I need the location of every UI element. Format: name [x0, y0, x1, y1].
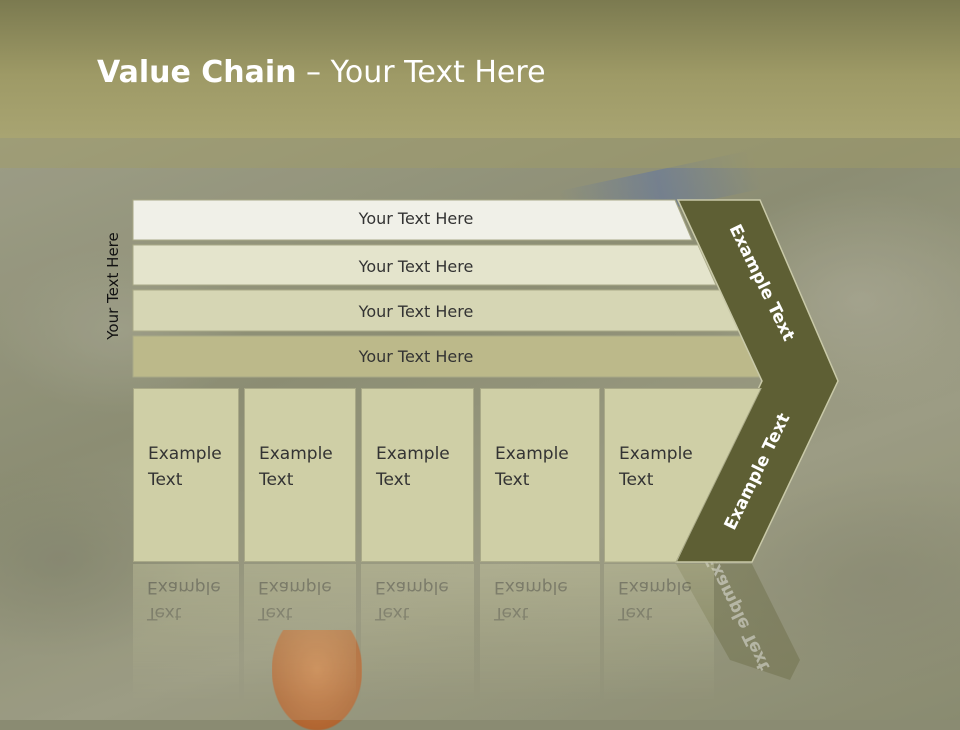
box-5-line2: Text: [619, 470, 654, 490]
activity-box-5-shape: [604, 388, 762, 563]
box-1-reflection-line1: Example: [147, 577, 221, 597]
box-3-reflection-line1: Example: [375, 577, 449, 597]
bar-2-label: Your Text Here: [358, 257, 474, 276]
bar-3-label: Your Text Here: [358, 302, 474, 321]
box-5-line1: Example: [619, 444, 693, 464]
boxes-reflection: Text Example Text Example Text Example T…: [133, 564, 603, 704]
bar-4-label: Your Text Here: [358, 347, 474, 366]
box-3-line2: Text: [376, 470, 411, 490]
box-2-line1: Example: [259, 444, 333, 464]
box-5-reflection: Text Example: [604, 564, 714, 704]
box-1-reflection-line2: Text: [147, 603, 182, 623]
slide-title: Value Chain – Your Text Here: [97, 55, 546, 90]
box-1-line1: Example: [148, 444, 222, 464]
background-orange-shape: [272, 630, 362, 730]
box-2-line2: Text: [259, 470, 294, 490]
title-rest: – Your Text Here: [296, 55, 546, 90]
box-4-reflection-line2: Text: [494, 603, 529, 623]
bar-2: [132, 244, 717, 286]
box-4-line2: Text: [495, 470, 530, 490]
header-band: [0, 138, 960, 168]
box-3-reflection-line2: Text: [375, 603, 410, 623]
box-4-reflection-line1: Example: [494, 577, 568, 597]
box-1-line2: Text: [148, 470, 183, 490]
box-3-line1: Example: [376, 444, 450, 464]
title-bold: Value Chain: [97, 55, 297, 90]
box-5-reflection-line1: Example: [618, 577, 692, 597]
bar-1: [132, 199, 693, 241]
chevron-arrow: [674, 199, 839, 563]
bar-1-label: Your Text Here: [358, 209, 474, 228]
box-5-reflection-line2: Text: [618, 603, 653, 623]
box-2-reflection-line1: Example: [258, 577, 332, 597]
title-header: [0, 0, 960, 138]
box-4-line1: Example: [495, 444, 569, 464]
box-2-reflection-line2: Text: [258, 603, 293, 623]
